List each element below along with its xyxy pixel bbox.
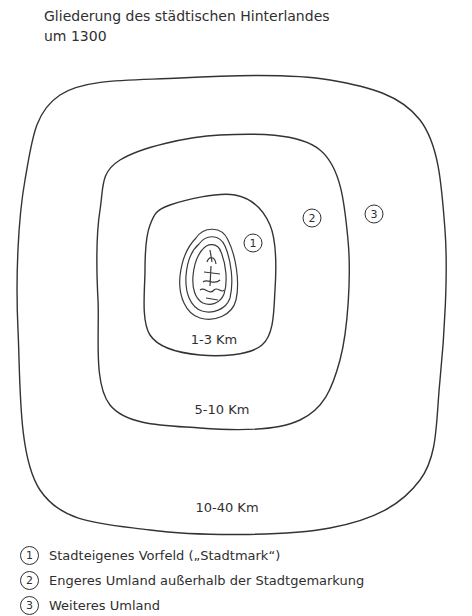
legend-text: Stadteigenes Vorfeld („Stadtmark“) [49,548,280,563]
town-wall [193,245,226,305]
legend-text: Engeres Umland außerhalb der Stadtgemark… [49,573,364,588]
zone-outline [14,74,450,534]
zone-outline [96,133,350,430]
zone-ring: 1 1-3 Km [143,193,277,357]
callout-number: 2 [303,209,322,228]
legend-row: 1 Stadteigenes Vorfeld („Stadtmark“) [20,546,364,565]
distance-label: 10-40 Km [195,500,258,516]
zone-ring: 3 10-40 Km 2 5-10 Km 1 1-3 Km [14,74,450,534]
distance-label: 1-3 Km [191,332,238,348]
distance-label: 5-10 Km [195,402,250,418]
diagram-title: Gliederung des städtischen Hinterlandes … [44,6,344,47]
zone-ring: 2 5-10 Km 1 1-3 Km [96,133,350,430]
town-sketch [200,250,224,300]
callout-number: 1 [20,546,39,565]
town-wall [186,237,232,312]
legend-row: 2 Engeres Umland außerhalb der Stadtgemar… [20,571,364,590]
town-wall [180,229,238,319]
legend-text: Weiteres Umland [49,598,160,613]
callout-number: 2 [20,571,39,590]
callout-number: 3 [20,596,39,615]
legend-row: 3 Weiteres Umland [20,596,364,615]
callout-number: 1 [244,234,263,253]
legend: 1 Stadteigenes Vorfeld („Stadtmark“) 2 Enge… [20,546,364,616]
callout-number: 3 [365,205,384,224]
